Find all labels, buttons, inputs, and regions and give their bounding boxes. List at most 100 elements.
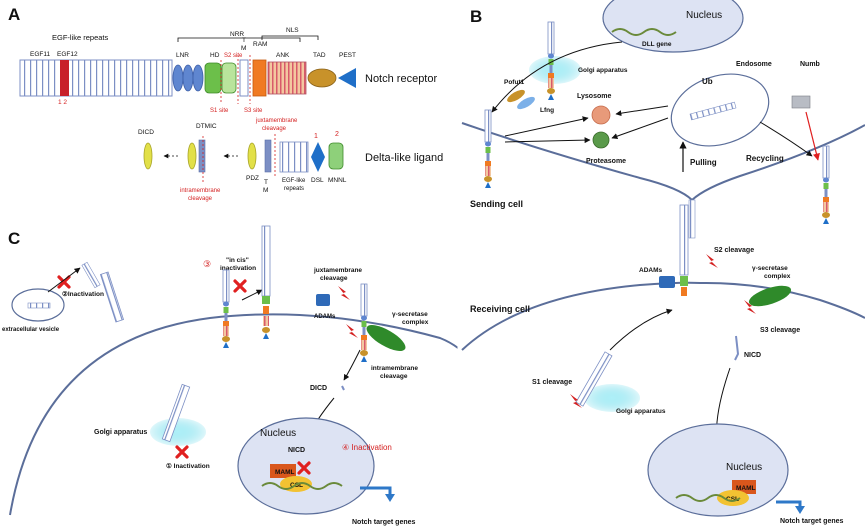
endosome-label: Endosome (736, 61, 772, 68)
ram-domain (252, 59, 267, 97)
dicd-domain (143, 142, 153, 170)
adams-label-b: ADAMs (639, 267, 662, 274)
golgi-c (150, 418, 206, 446)
golgi-receiving-label: Golgi apparatus (616, 408, 666, 415)
adams-label-c: ADAMs (314, 314, 336, 320)
arrow-to-proteasome (504, 137, 591, 144)
ligand-in-vesicle (27, 302, 51, 309)
ligand-egf-repeats (279, 141, 309, 173)
notch-hd-bound (680, 276, 688, 286)
panel-a: A EGF-like repeats EGF11 EGF12 1 2 NRR L… (8, 5, 443, 202)
inactivation1-cross (175, 445, 189, 459)
receptor-c2-tad (262, 327, 270, 333)
inactivation2-label: ②Inactivation (62, 290, 104, 298)
dtmic-tm (198, 139, 206, 173)
ligand-tm-t: T (264, 179, 268, 186)
nls-label: NLS (286, 27, 299, 34)
receptor-c2-ram (263, 306, 269, 314)
gamma-secretase-c (366, 325, 406, 351)
arrow-endosome-to-proteasome (611, 117, 669, 140)
ank-label: ANK (276, 52, 290, 59)
receptor-c2-ank (263, 316, 269, 326)
ligand-egf-label-2: repeats (284, 186, 304, 192)
dna-b (675, 494, 741, 502)
notch-targets-c: Notch target genes (352, 519, 416, 526)
receiving-nucleus-label: Nucleus (726, 462, 762, 473)
dsl-domain (311, 142, 325, 172)
cell-membrane-c (9, 313, 459, 516)
tm-t-label: T (242, 37, 246, 44)
incis-label-1: "in cis" (226, 257, 249, 264)
ligand-tm (264, 139, 272, 173)
adams-b (659, 276, 675, 288)
egf-site-numbers: 1 2 (58, 99, 67, 106)
nicd-label-c: NICD (288, 447, 305, 454)
numb-label: Numb (800, 61, 820, 68)
intra-c-label-2: cleavage (380, 373, 408, 380)
sending-cell-membrane (461, 122, 865, 202)
arrow-incis (241, 289, 263, 301)
ligand-recycled (821, 145, 831, 225)
golgi-sending-label: Golgi apparatus (578, 67, 628, 74)
pdz-label: PDZ (246, 175, 259, 182)
s3-cleavage-label: S3 cleavage (760, 327, 800, 334)
gamma-label-b1: γ-secretase (752, 265, 788, 272)
arrow-nucleus-to-membrane (491, 41, 623, 113)
tad-domain (307, 68, 337, 88)
s2-cleavage-label: S2 cleavage (714, 247, 754, 254)
golgi-c-label: Golgi apparatus (94, 429, 147, 436)
dicd-label-c: DICD (310, 385, 327, 392)
lysosome (591, 105, 611, 125)
ligand-cis (221, 269, 231, 349)
golgi-receiving (584, 384, 640, 412)
dtmic-ecd (187, 142, 197, 170)
receiving-cell-membrane (461, 281, 865, 351)
ank-domain (267, 61, 307, 95)
pofut1-label: Pofut1 (504, 79, 525, 86)
ligand-tm-m: M (263, 187, 268, 194)
s3-site-label: S3 site (244, 108, 263, 114)
nrr-bracket (177, 37, 301, 42)
egf11-12-domain (60, 60, 69, 96)
lnr-domain-2 (182, 64, 194, 92)
csl-label-b: CSL (726, 496, 739, 503)
maml-label-b: MAML (736, 485, 756, 492)
intra-c-label-1: intramembrane (371, 365, 418, 372)
sending-nucleus-label: Nucleus (686, 10, 722, 21)
adams-c (316, 294, 330, 306)
transcription-arrowhead-c (385, 494, 395, 502)
ligand-on-sending-membrane (483, 109, 493, 189)
lfng-enzyme (517, 96, 535, 110)
dtmic-label: DTMIC (196, 123, 217, 130)
juxta-c-label-1: juxtamembrane (313, 267, 362, 274)
ligand-egf-label-1: EGF-like (282, 178, 306, 184)
lysosome-label: Lysosome (577, 93, 611, 100)
panel-b: B Nucleus DLL gene Golgi apparatus Pofut… (461, 0, 865, 525)
incis-label-2: inactivation (220, 265, 256, 272)
panel-label-b: B (470, 7, 482, 26)
panel-label-a: A (8, 5, 20, 24)
notch-receptor-bound (679, 204, 689, 276)
nucleus-c-label: Nucleus (260, 428, 296, 439)
receptor-in-golgi-c (161, 383, 191, 443)
s1-cleavage-label: S1 cleavage (532, 379, 572, 386)
arrow-endosome-to-lysosome (615, 105, 669, 117)
juxta-bolt-c (338, 286, 350, 300)
receptor-membrane-c1 (99, 271, 125, 323)
lnr-domain-3 (192, 64, 204, 92)
dicd-fragment-c (341, 385, 345, 391)
arrow-to-dicd-c (343, 349, 361, 381)
s1-site-label: S1 site (210, 108, 229, 114)
hd-domain-n (204, 62, 222, 94)
receptor-membrane-c2 (261, 225, 271, 297)
maml-c (270, 464, 296, 478)
nicd-label-b: NICD (744, 352, 761, 359)
lnr-label: LNR (176, 52, 189, 59)
gamma-label-b2: complex (764, 273, 791, 280)
intramembrane-label-1: intramembrane (180, 188, 221, 194)
free-ligand-c (81, 261, 101, 289)
egf-repeats-domain (19, 59, 173, 97)
nrr-label: NRR (230, 31, 244, 38)
dna-c (261, 482, 343, 490)
pofut1-enzyme (507, 89, 525, 103)
